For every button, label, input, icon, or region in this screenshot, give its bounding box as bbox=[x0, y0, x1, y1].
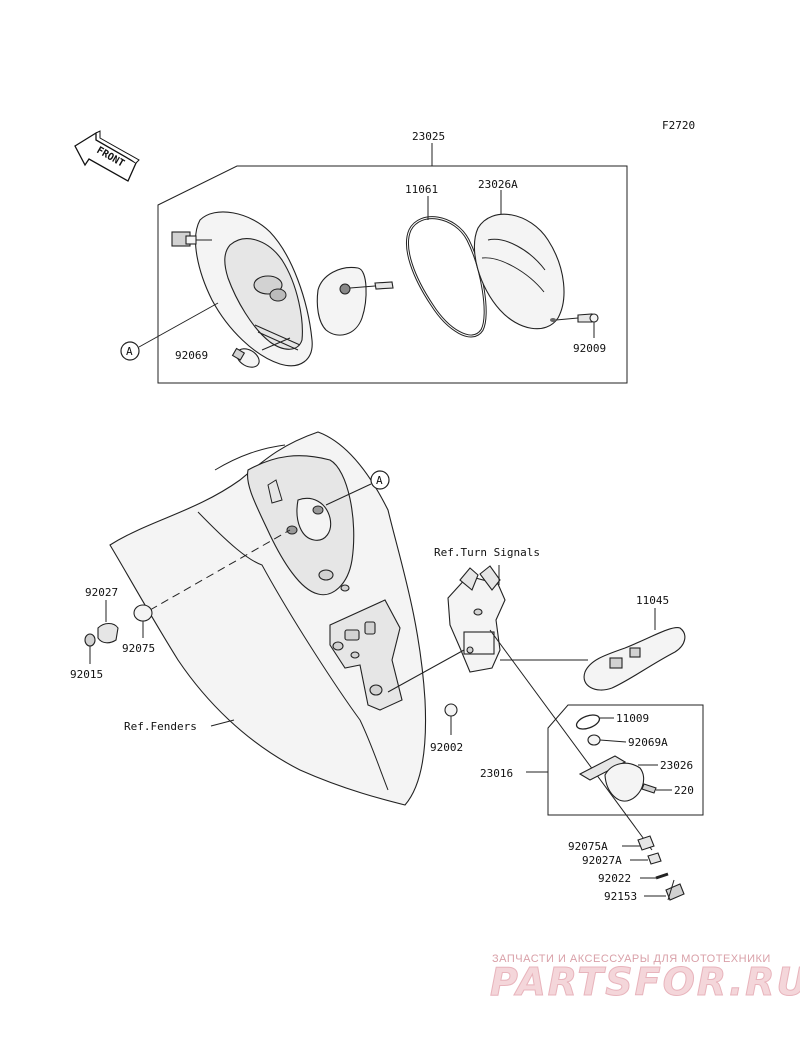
gasket-11009 bbox=[575, 714, 614, 730]
ref-turn-signals: Ref.Turn Signals bbox=[434, 546, 540, 559]
figure-code: F2720 bbox=[662, 119, 695, 132]
front-arrow-icon: FRONT bbox=[74, 130, 140, 182]
label-92075A: 92075A bbox=[568, 840, 608, 853]
label-23016: 23016 bbox=[480, 767, 513, 780]
bolt-92002 bbox=[444, 703, 458, 735]
watermark-tagline: ЗАПЧАСТИ И АКСЕССУАРЫ ДЛЯ МОТОТЕХНИКИ bbox=[492, 953, 771, 965]
bulb-92069A bbox=[587, 734, 627, 746]
watermark-brand: PARTSFOR.RU bbox=[490, 960, 800, 1004]
label-23026A: 23026A bbox=[478, 178, 518, 191]
callout-a-lower: A bbox=[325, 470, 390, 506]
grommet-92075A bbox=[622, 835, 655, 851]
gasket-11061 bbox=[405, 196, 487, 338]
label-92069: 92069 bbox=[175, 349, 208, 362]
label-92075: 92075 bbox=[122, 642, 155, 655]
collar-92027A bbox=[630, 852, 662, 865]
label-220: 220 bbox=[674, 784, 694, 797]
taillight-housing bbox=[171, 211, 313, 367]
reflector bbox=[316, 266, 394, 336]
washer-92022 bbox=[640, 872, 669, 880]
license-lamp-box bbox=[526, 704, 704, 816]
bolt-92153 bbox=[644, 879, 685, 901]
watermark-logo: ЗАПЧАСТИ И АКСЕССУАРЫ ДЛЯ МОТОТЕХНИКИ PA… bbox=[490, 953, 800, 1005]
lens-23026 bbox=[578, 755, 658, 802]
license-bracket-assembly bbox=[387, 565, 653, 851]
lens-23026A bbox=[473, 190, 565, 330]
label-92027A: 92027A bbox=[582, 854, 622, 867]
bulb-92069 bbox=[231, 337, 291, 368]
svg-text:A: A bbox=[126, 345, 133, 358]
nut-92015 bbox=[84, 633, 96, 664]
svg-text:A: A bbox=[376, 474, 383, 487]
label-92022: 92022 bbox=[598, 872, 631, 885]
grommet-92075 bbox=[133, 604, 153, 638]
label-11045: 11045 bbox=[636, 594, 669, 607]
label-23025: 23025 bbox=[412, 130, 445, 143]
label-23026: 23026 bbox=[660, 759, 693, 772]
ref-fenders: Ref.Fenders bbox=[124, 720, 197, 733]
grommet-92027 bbox=[97, 600, 119, 644]
rear-fender bbox=[109, 431, 427, 806]
label-92009: 92009 bbox=[573, 342, 606, 355]
callout-a-upper: A bbox=[120, 302, 219, 361]
label-92015: 92015 bbox=[70, 668, 103, 681]
screw-92009 bbox=[555, 313, 599, 338]
screw-220 bbox=[641, 783, 672, 794]
plate-11045 bbox=[583, 608, 686, 691]
label-92069A: 92069A bbox=[628, 736, 668, 749]
label-92002: 92002 bbox=[430, 741, 463, 754]
label-92153: 92153 bbox=[604, 890, 637, 903]
label-92027: 92027 bbox=[85, 586, 118, 599]
label-11061: 11061 bbox=[405, 183, 438, 196]
taillight-assembly-box bbox=[157, 143, 628, 384]
label-11009: 11009 bbox=[616, 712, 649, 725]
